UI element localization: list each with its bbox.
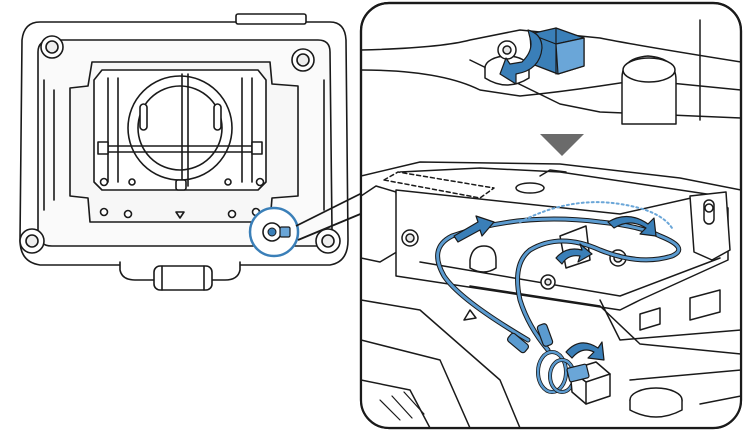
push-arrow-icon (453, 215, 495, 243)
hidden-wire-path (519, 201, 673, 229)
safety-wire-clip (279, 226, 291, 238)
rotate-arrow-icon (607, 215, 657, 237)
round-stud (469, 245, 497, 273)
bracket-arm-left (361, 185, 401, 263)
rotate-arrow-icon (499, 29, 543, 85)
lens-barrel (153, 265, 213, 291)
plate-screw (227, 209, 237, 219)
hidden-rail (383, 171, 495, 199)
rotate-arrow-icon (555, 243, 593, 265)
bracket-arm-right (689, 191, 731, 261)
vent-fins (379, 391, 425, 421)
projector-top-tab (235, 13, 307, 25)
projector-underside (19, 13, 349, 291)
rotate-arrow-icon (565, 341, 605, 361)
leader-line-bottom (297, 209, 371, 241)
down-triangle-icon (540, 134, 584, 156)
detail-inset (359, 1, 743, 430)
mount-slot (139, 103, 148, 131)
side-grooves-left (43, 79, 55, 211)
plate-screw (123, 209, 133, 219)
plate-triangle-mark (175, 211, 185, 219)
bracket-rails (107, 77, 253, 183)
plate-screw (99, 207, 109, 217)
mount-slot (213, 103, 222, 131)
callout-marker (248, 189, 371, 258)
leader-line-top (295, 189, 369, 227)
